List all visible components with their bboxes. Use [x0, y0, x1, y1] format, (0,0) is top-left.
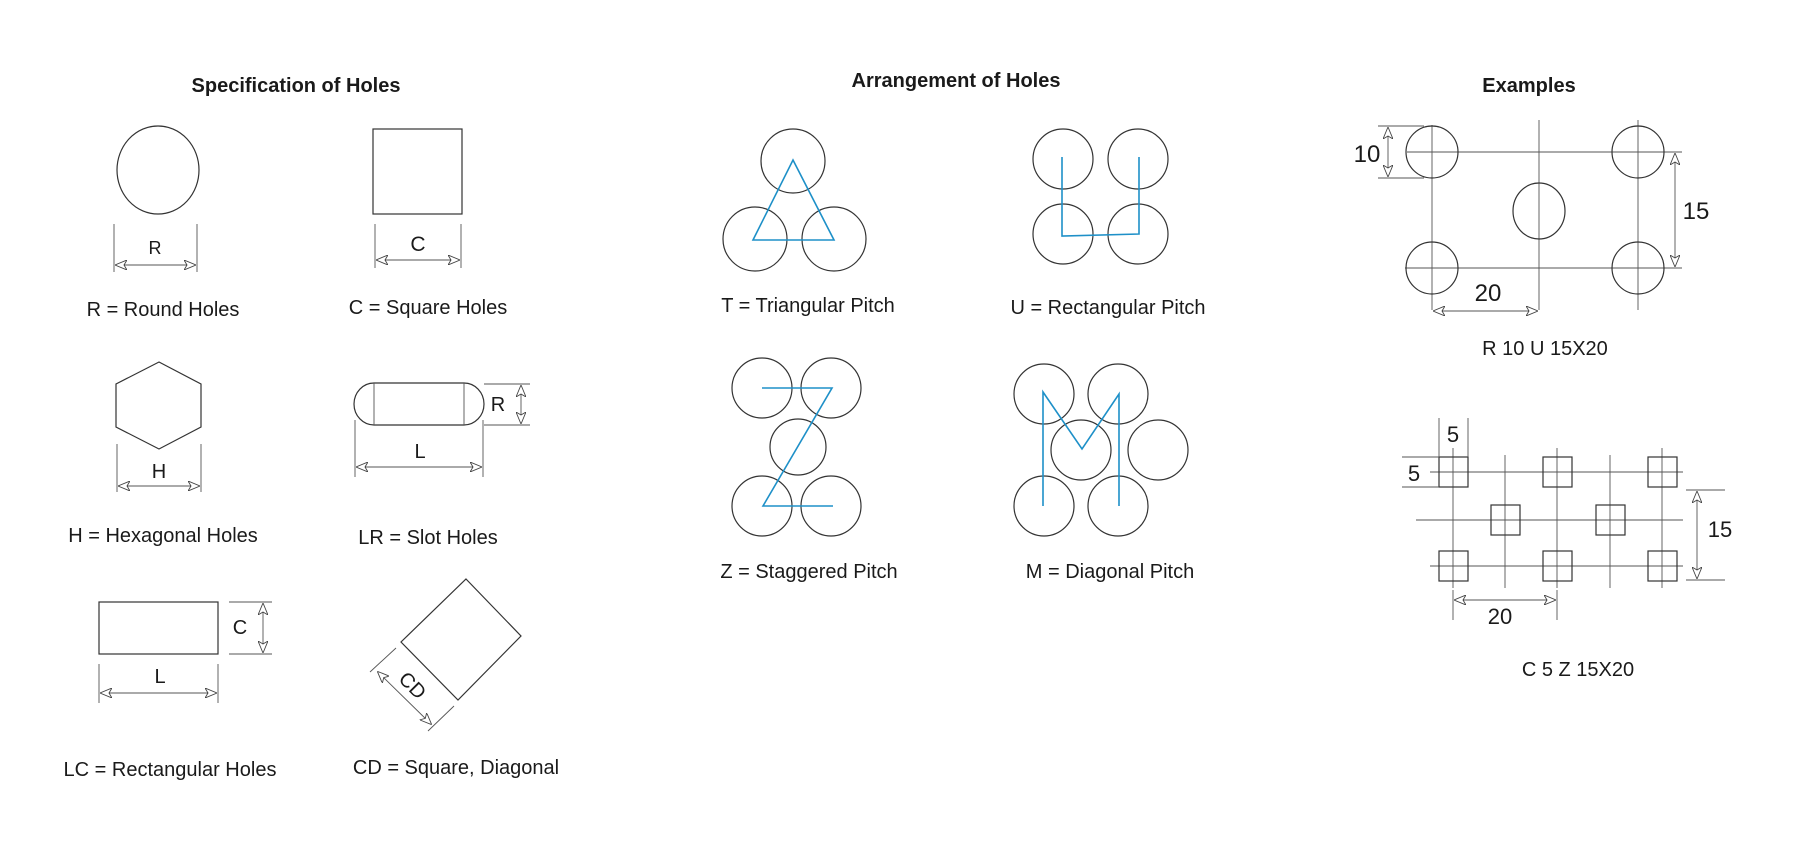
diagonal-pitch-figure: M = Diagonal Pitch	[1013, 363, 1194, 583]
rectangular-pitch-figure: U = Rectangular Pitch	[1010, 128, 1206, 319]
hex-dim-label: H	[152, 461, 166, 483]
example-1-figure: 10 15 20 R 10 U 15X20	[1354, 120, 1710, 360]
examples-title: Examples	[1482, 75, 1575, 97]
triangular-pitch-figure: T = Triangular Pitch	[721, 128, 895, 317]
diag-dim-arrow	[378, 672, 431, 724]
slot-r-dim-label: R	[491, 394, 505, 416]
slot-hole-figure: R L LR = Slot Holes	[353, 382, 530, 549]
rectangular-pitch-line	[1061, 157, 1140, 237]
round-caption: R = Round Holes	[87, 299, 240, 321]
ex2-pitch-y-label: 15	[1708, 517, 1732, 542]
round-hole-figure: R R = Round Holes	[87, 125, 240, 321]
rect-c-dim-label: C	[233, 617, 247, 639]
rect-l-dim-label: L	[154, 666, 165, 688]
staggered-pitch-line	[761, 387, 834, 507]
examples-section: Examples 10 15 20 R 10 U	[1354, 75, 1733, 681]
round-dim-label: R	[149, 238, 162, 258]
square-hole-figure: C C = Square Holes	[349, 128, 507, 319]
round-hole-shape	[116, 125, 200, 215]
hex-caption: H = Hexagonal Holes	[68, 525, 258, 547]
arrangement-title: Arrangement of Holes	[852, 70, 1061, 92]
arrangement-section: Arrangement of Holes T = Triangular Pitc…	[720, 70, 1205, 583]
diagonal-pitch-line	[1042, 389, 1120, 506]
staggered-pitch-figure: Z = Staggered Pitch	[720, 357, 898, 583]
diag-hole-figure: CD CD = Square, Diagonal	[353, 578, 559, 779]
rect-caption: LC = Rectangular Holes	[64, 759, 277, 781]
slot-hole-shape	[353, 382, 485, 426]
staggered-caption: Z = Staggered Pitch	[720, 561, 897, 583]
ex1-pitch-x-label: 20	[1475, 280, 1502, 307]
triangular-pitch-line	[751, 158, 836, 241]
diag-dim-label: CD	[394, 668, 430, 704]
diagonal-caption: M = Diagonal Pitch	[1026, 561, 1194, 583]
ex2-size-left-label: 5	[1408, 461, 1420, 486]
slot-caption: LR = Slot Holes	[358, 527, 498, 549]
square-dim-label: C	[410, 233, 425, 256]
triangular-caption: T = Triangular Pitch	[721, 295, 895, 317]
ex2-pitch-x-label: 20	[1488, 604, 1512, 629]
ex2-size-top-label: 5	[1447, 422, 1459, 447]
diag-hole-shape	[400, 578, 522, 701]
rect-hole-shape	[98, 601, 219, 655]
rectangular-caption: U = Rectangular Pitch	[1010, 297, 1205, 319]
spec-title: Specification of Holes	[192, 75, 401, 97]
spec-section: Specification of Holes R R = Round Holes…	[64, 75, 560, 781]
diag-caption: CD = Square, Diagonal	[353, 757, 559, 779]
ex1-caption: R 10 U 15X20	[1482, 338, 1608, 360]
square-caption: C = Square Holes	[349, 297, 507, 319]
hex-hole-figure: H H = Hexagonal Holes	[68, 361, 258, 547]
slot-l-dim-label: L	[414, 441, 425, 463]
hex-hole-shape	[115, 361, 202, 450]
ex1-pitch-y-label: 15	[1683, 198, 1710, 225]
rect-hole-figure: C L LC = Rectangular Holes	[64, 601, 277, 781]
square-hole-shape	[372, 128, 463, 215]
ex1-dia-label: 10	[1354, 141, 1381, 168]
ex2-caption: C 5 Z 15X20	[1522, 659, 1634, 681]
example-2-figure: 5 5 15 20 C 5 Z 15X20	[1402, 418, 1732, 681]
